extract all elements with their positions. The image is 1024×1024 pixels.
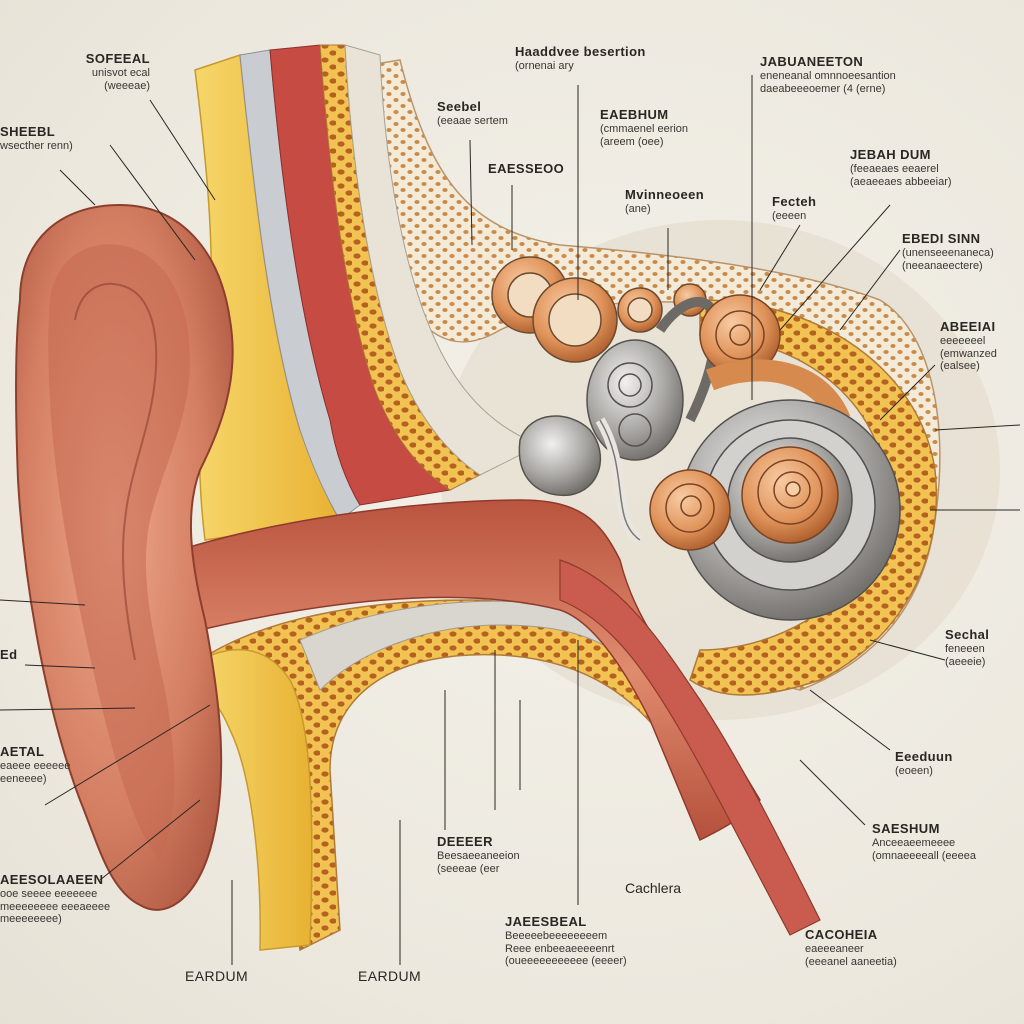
label-title: Aeesolaaeen [0,872,104,887]
label-sub: (emwanzed [940,347,997,360]
label-fecteh: Fecteh (eeeen [772,194,817,223]
label-ebedi-sinn: Ebedi Sinn (unenseeenaneca) (neeanaeecte… [902,231,994,272]
label-sub: (aeeeie) [945,655,986,668]
label-title: Ed [0,647,18,662]
label-sub: eeeeeeel [940,334,986,347]
label-title: Abeeiai [940,319,996,334]
label-sub: eneneanal omnnoeesantion [760,69,896,82]
label-cacoheia: Cacoheia eaeeeaneer (eeeanel aaneetia) [805,927,897,968]
label-title: Aetal [0,744,45,759]
label-ed: Ed [0,647,18,663]
label-sub: eaeee eeeeee [0,759,71,772]
label-sub: ooe seeee eeeeeee [0,887,98,900]
label-aetal: Aetal eaeee eeeeee eeneeee) [0,744,71,785]
label-sub: (eeeanel aaneetia) [805,955,897,968]
label-title: Eardum [358,968,422,984]
label-title: Cachlera [625,880,682,896]
label-mvinneoeen: Mvinneoeen (ane) [625,187,705,216]
label-cachlera: Cachlera [625,880,681,896]
label-title: Eeeduun [895,749,953,764]
label-sub: meeeeeeee eeeaeeee [0,900,111,913]
label-title: Sofeeal [85,51,150,66]
label-sub: (cmmaenel eerion [600,122,689,135]
label-title: Jabuaneeton [760,54,864,69]
label-title: Jaeesbeal [505,914,587,929]
label-title: Saeshum [872,821,940,836]
label-sub: (ealsee) [940,360,980,373]
label-sheebl: Sheebl wsecther renn) [0,124,73,153]
label-title: Seebel [437,99,482,114]
label-title: Cacoheia [805,927,878,942]
label-deeeer: Deeeer Beesaeeaneeion (seeeae (eer [437,834,520,875]
label-sub: (eeaae sertem [437,114,508,127]
label-eaesseoo: Eaesseoo [488,161,565,177]
label-sub: (aeaeeaes abbeeiar) [850,175,952,188]
label-aeesolaaeen: Aeesolaaeen ooe seeee eeeeeee meeeeeeee … [0,872,111,926]
label-title: Deeeer [437,834,493,849]
label-sub: (weeeae) [104,79,150,92]
label-title: Jebah Dum [850,147,931,162]
label-sofeeal: Sofeeal unisvot ecal (weeeae) [40,51,150,92]
label-saeshum: Saeshum Anceeaeemeeee (omnaeeeeall (eeee… [872,821,976,862]
label-sub: Beesaeeaneeion [437,849,520,862]
label-sub: (eeeen [772,209,807,222]
label-sub: Reee enbeeaeeeeenrt [505,942,615,955]
label-sub: (omnaeeeeall (eeeea [872,849,976,862]
label-sub: eeneeee) [0,772,47,785]
label-abeeiai: Abeeiai eeeeeeel (emwanzed (ealsee) [940,319,997,373]
label-title: Haaddvee besertion [515,44,646,59]
label-seebel: Seebel (eeaae sertem [437,99,508,128]
label-title: Ebedi Sinn [902,231,981,246]
label-eardum-right: Eardum [358,968,421,984]
label-title: Fecteh [772,194,817,209]
label-sub: Anceeaeemeeee [872,836,956,849]
label-title: Mvinneoeen [625,187,705,202]
label-sub: (ane) [625,202,651,215]
label-jaeesbeal: Jaeesbeal Beeeeebeeeeeeeem Reee enbeeaee… [505,914,627,968]
label-title: Sheebl [0,124,56,139]
label-sub: eaeeeaneer [805,942,864,955]
label-eardum-left: Eardum [185,968,248,984]
label-jabuaneeton: Jabuaneeton eneneanal omnnoeesantion dae… [760,54,896,95]
label-title: Eaebhum [600,107,669,122]
label-sub: (seeeae (eer [437,862,500,875]
label-title: Eardum [185,968,249,984]
label-title: Eaesseoo [488,161,565,176]
label-sub: (eoeen) [895,764,933,777]
label-sub: (oueeeeeeeeeee (eeeer) [505,955,627,968]
label-sub: (ornenai ary [515,59,574,72]
label-sub: (neeanaeectere) [902,259,983,272]
label-haaddvee-besertion: Haaddvee besertion (ornenai ary [515,44,646,73]
label-sub: feneeen [945,642,985,655]
label-title: Sechal [945,627,990,642]
label-eaebhum: Eaebhum (cmmaenel eerion (areem (oee) [600,107,689,148]
label-sub: (areem (oee) [600,135,664,148]
label-sub: unisvot ecal [91,66,150,79]
label-sub: (feeaeaes eeaerel [850,162,939,175]
label-eeeduun: Eeeduun (eoeen) [895,749,953,778]
label-sub: wsecther renn) [0,139,73,152]
label-sub: Beeeeebeeeeeeeem [505,929,608,942]
label-sub: meeeeeeee) [0,913,62,926]
label-sub: daeabeeeoemer (4 (erne) [760,82,886,95]
label-jebah-dum: Jebah Dum (feeaeaes eeaerel (aeaeeaes ab… [850,147,952,188]
label-sechal: Sechal feneeen (aeeeie) [945,627,990,668]
label-sub: (unenseeenaneca) [902,246,994,259]
